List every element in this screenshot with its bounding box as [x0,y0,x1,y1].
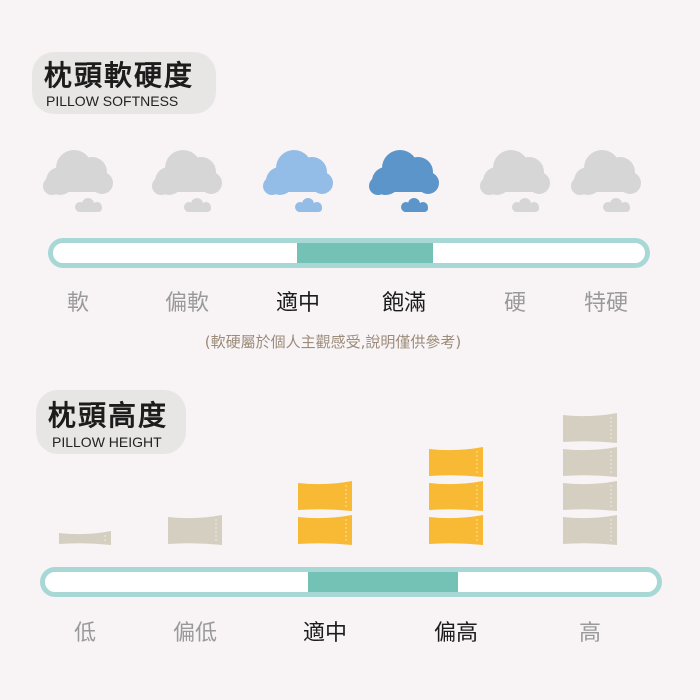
height-level-label: 適中 [302,621,348,646]
softness-bar [48,238,650,268]
softness-title: 枕頭軟硬度 [44,59,195,92]
pillow-icon [563,447,617,477]
cloud-icon [571,150,641,212]
cloud-icon [152,150,222,212]
pillow-icon [168,515,222,545]
softness-subtitle: PILLOW SOFTNESS [46,93,179,109]
height-level-label: 低 [73,621,97,646]
cloud-icon [263,150,333,212]
height-level-label: 高 [578,621,602,646]
softness-level-label: 飽滿 [381,291,427,316]
height-level-label: 偏高 [433,621,479,646]
pillow-icon [563,515,617,545]
height-bar-fill [308,572,458,592]
softness-level-label: 適中 [275,291,321,316]
height-title-badge [36,390,186,454]
pillow-icon [429,515,483,545]
softness-level-label: 軟 [66,291,90,316]
softness-bar-fill [297,243,433,263]
pillow-icon [429,447,483,477]
softness-level-label: 特硬 [583,291,629,316]
cloud-icon [480,150,550,212]
softness-level-label: 偏軟 [164,291,210,316]
cloud-icon [43,150,113,212]
height-bar [40,567,662,597]
height-subtitle: PILLOW HEIGHT [52,434,162,450]
pillow-icon [298,515,352,545]
height-title: 枕頭高度 [48,399,169,432]
cloud-icon [369,150,439,212]
height-level-label: 偏低 [172,621,218,646]
softness-note: (軟硬屬於個人主觀感受,說明僅供參考) [204,333,462,351]
pillow-icon [563,413,617,443]
pillow-icon [429,481,483,511]
pillow-icon [59,531,111,545]
pillow-icon [298,481,352,511]
pillow-icon [563,481,617,511]
softness-title-badge [32,52,216,114]
softness-level-label: 硬 [503,291,527,316]
